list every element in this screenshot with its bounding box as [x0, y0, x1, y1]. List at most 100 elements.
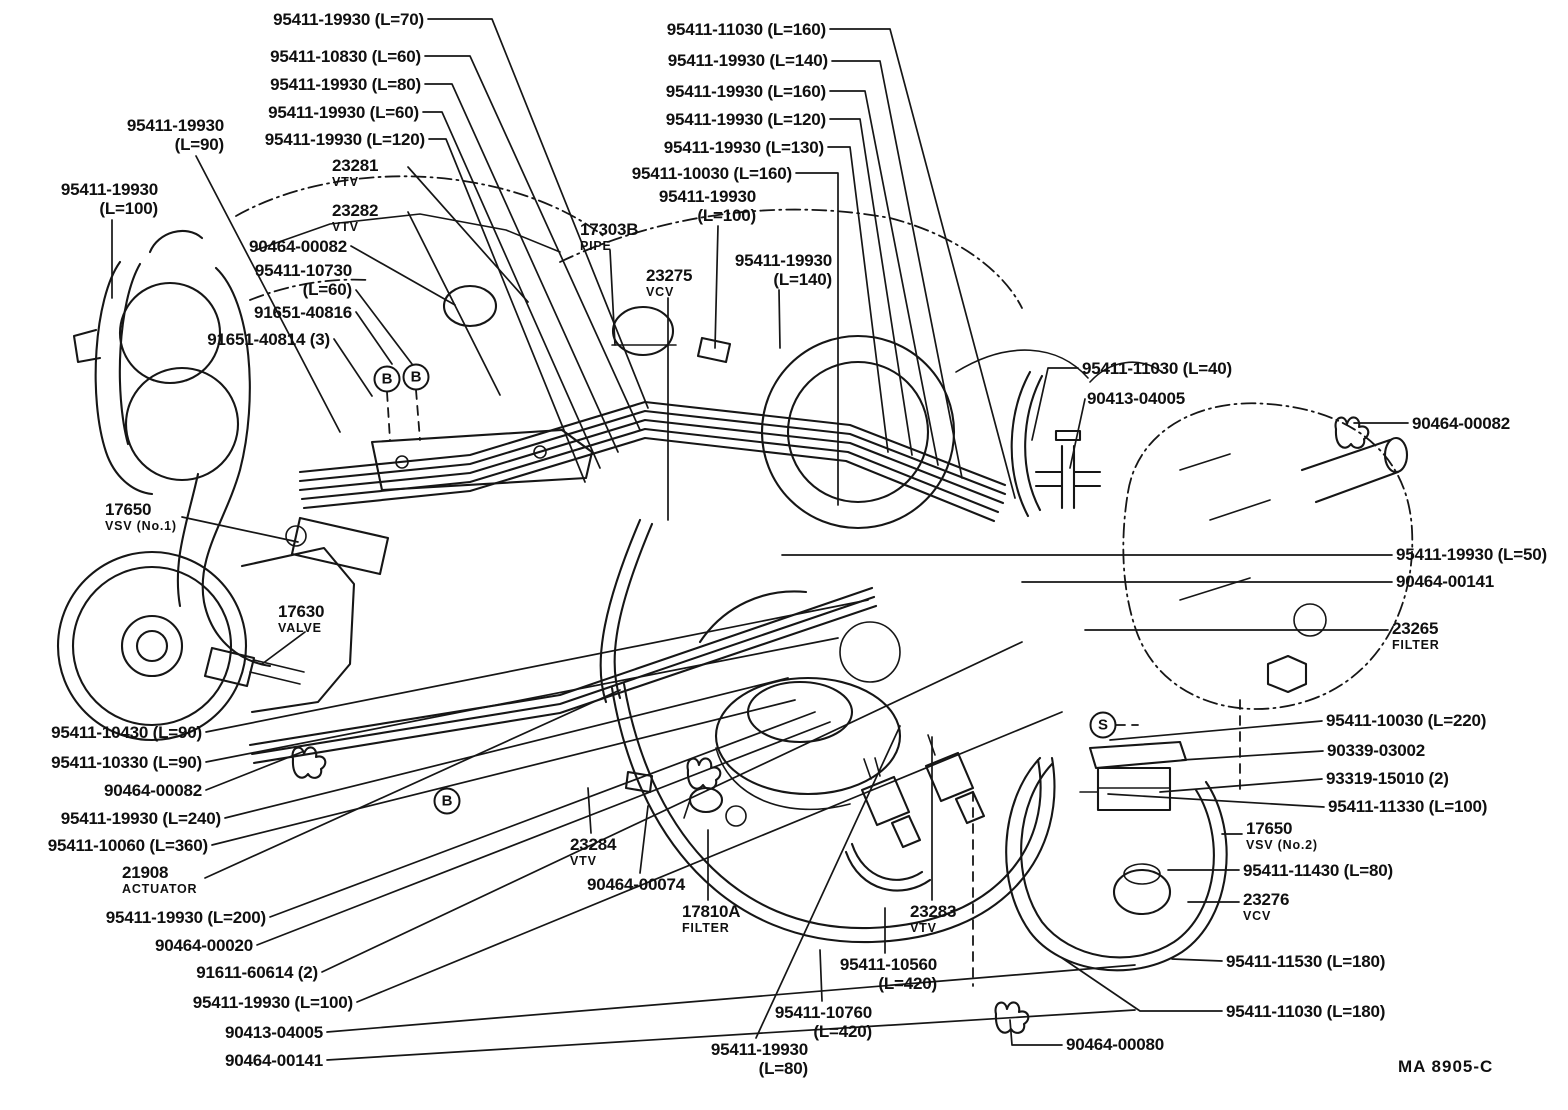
label-95411-19930-l240: 95411-19930 (L=240)	[61, 809, 221, 828]
leader-line	[408, 167, 528, 302]
label-95411-19930-l80-bottom: 95411-19930(L=80)	[711, 1040, 808, 1078]
label-23275-vcv-text: 23275	[646, 266, 693, 285]
label-95411-19930-l140-mid-text: (L=140)	[773, 270, 832, 289]
label-90413-04005-right-text: 90413-04005	[1087, 389, 1186, 408]
label-95411-19930-l130: 95411-19930 (L=130)	[664, 138, 824, 157]
leader-line	[756, 726, 900, 1038]
label-23275-vcv-subtext: VCV	[646, 285, 675, 299]
label-90464-00082-right-text: 90464-00082	[1412, 414, 1511, 433]
label-95411-11030-l40: 95411-11030 (L=40)	[1082, 359, 1232, 378]
leader-line	[351, 246, 455, 305]
label-17303b-pipe-text: 17303B	[580, 220, 639, 239]
label-95411-19930-l120-top-text: 95411-19930 (L=120)	[665, 110, 826, 129]
label-95411-10330-l90: 95411-10330 (L=90)	[51, 753, 202, 772]
label-91651-40814-3-text: 91651-40814 (3)	[207, 330, 330, 349]
label-91611-60614-2: 91611-60614 (2)	[196, 963, 318, 982]
label-23284-vtv-subtext: VTV	[570, 854, 597, 868]
callout-b-3: B	[433, 787, 461, 815]
leader-lines	[112, 19, 1408, 1060]
label-95411-19930-l100-left-text: 95411-19930	[60, 180, 158, 199]
label-95411-11430-l80-text: 95411-11430 (L=80)	[1243, 861, 1393, 880]
leader-line	[205, 690, 620, 878]
label-95411-19930-l100-top: 95411-19930(L=100)	[659, 187, 756, 225]
label-95411-19930-l60-text: 95411-19930 (L=60)	[268, 103, 419, 122]
label-17650-vsv-no1-text: 17650	[105, 500, 152, 519]
hose-clamp	[293, 747, 326, 777]
label-21908-actuator-subtext: ACTUATOR	[122, 882, 198, 896]
label-90464-00020-text: 90464-00020	[154, 936, 253, 955]
label-95411-19930-l100-bottom: 95411-19930 (L=100)	[193, 993, 353, 1012]
label-95411-10730-l60-text: 95411-10730	[254, 261, 352, 280]
label-95411-11030-l40-text: 95411-11030 (L=40)	[1082, 359, 1232, 378]
leader-line	[428, 19, 648, 408]
label-95411-19930-l120: 95411-19930 (L=120)	[265, 130, 425, 149]
hose-clamp	[996, 1002, 1029, 1032]
label-23283-vtv-subtext: VTV	[910, 921, 937, 935]
leader-line	[588, 788, 591, 833]
label-95411-19930-l80-bottom-text: 95411-19930	[710, 1040, 808, 1059]
label-17650-vsv-no2-text: 17650	[1246, 819, 1293, 838]
label-95411-10760-l420-text: 95411-10760	[774, 1003, 872, 1022]
label-95411-10030-l160-text: 95411-10030 (L=160)	[631, 164, 792, 183]
label-95411-19930-l240-text: 95411-19930 (L=240)	[60, 809, 221, 828]
label-95411-19930-l160-text: 95411-19930 (L=160)	[665, 82, 826, 101]
leader-line	[423, 112, 600, 468]
leader-line	[779, 290, 780, 348]
label-95411-10030-l220: 95411-10030 (L=220)	[1326, 711, 1486, 730]
label-90464-00074-text: 90464-00074	[587, 875, 686, 894]
callout-s: S	[1089, 711, 1117, 739]
label-95411-10330-l90-text: 95411-10330 (L=90)	[51, 753, 202, 772]
label-95411-10760-l420-text: (L=420)	[813, 1022, 872, 1041]
label-90413-04005-bottom: 90413-04005	[225, 1023, 323, 1042]
callout-b-1: B	[373, 365, 401, 393]
label-23284-vtv-text: 23284	[570, 835, 617, 854]
charcoal-canister	[74, 231, 270, 666]
hose-clamp	[1336, 417, 1369, 447]
ps-pump-pulley	[58, 548, 354, 740]
label-95411-19930-l90-text: (L=90)	[174, 135, 225, 154]
label-95411-10730-l60: 95411-10730(L=60)	[255, 261, 352, 299]
label-95411-19930-l100-top-text: (L=100)	[697, 206, 756, 225]
leader-line	[182, 517, 298, 542]
label-17303b-pipe-subtext: PIPE	[580, 239, 612, 253]
leader-line	[322, 642, 1022, 972]
leader-line	[357, 712, 1062, 1002]
label-90464-00082-bottom-text: 90464-00082	[103, 781, 202, 800]
label-95411-19930-l90-text: 95411-19930	[126, 116, 224, 135]
label-95411-19930-l100-top-text: 95411-19930	[658, 187, 756, 206]
leader-line	[257, 722, 830, 945]
leader-line	[830, 29, 1015, 498]
big-hoses	[601, 520, 1055, 942]
leader-line	[820, 950, 822, 1001]
label-95411-11530-l180-text: 95411-11530 (L=180)	[1226, 952, 1386, 971]
label-95411-10030-l220-text: 95411-10030 (L=220)	[1326, 711, 1487, 730]
label-90464-00082-right: 90464-00082	[1412, 414, 1510, 433]
label-23265-filter-text: 23265	[1392, 619, 1439, 638]
leader-line	[1032, 368, 1078, 440]
label-23283-vtv-text: 23283	[910, 902, 957, 921]
label-95411-19930-l50: 95411-19930 (L=50)	[1396, 545, 1547, 564]
label-95411-11330-l100: 95411-11330 (L=100)	[1328, 797, 1487, 816]
label-95411-19930-l130-text: 95411-19930 (L=130)	[663, 138, 824, 157]
label-90339-03002: 90339-03002	[1327, 741, 1425, 760]
label-17630-valve-subtext: VALVE	[278, 621, 322, 635]
leader-line	[610, 250, 615, 345]
label-95411-10830-l60-text: 95411-10830 (L=60)	[270, 47, 421, 66]
pipes-lower-left	[250, 588, 876, 763]
label-95411-10030-l160: 95411-10030 (L=160)	[632, 164, 792, 183]
label-95411-19930-l90: 95411-19930(L=90)	[127, 116, 224, 154]
label-90464-00080-text: 90464-00080	[1066, 1035, 1165, 1054]
label-95411-19930-l80-text: 95411-19930 (L=80)	[270, 75, 421, 94]
label-90464-00141-right: 90464-00141	[1396, 572, 1494, 591]
label-95411-10730-l60-text: (L=60)	[302, 280, 353, 299]
label-95411-11430-l80: 95411-11430 (L=80)	[1243, 861, 1393, 880]
